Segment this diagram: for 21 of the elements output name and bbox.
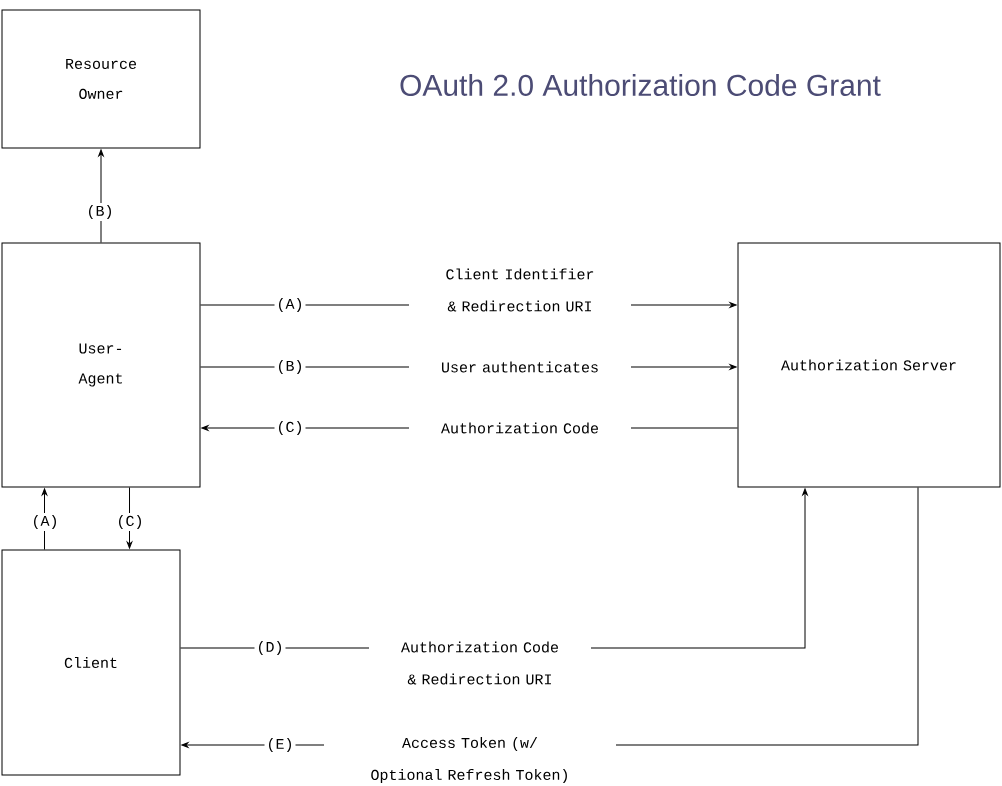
edge-label: (C) bbox=[114, 513, 146, 531]
box: User- Agent bbox=[1, 242, 201, 488]
arrow bbox=[41, 488, 48, 550]
flow-label: Authorization Code bbox=[409, 421, 631, 435]
edge-label: (B) bbox=[274, 358, 306, 376]
edge-label: (A) bbox=[274, 296, 306, 314]
edge-label: (E) bbox=[264, 736, 296, 754]
arrow bbox=[98, 149, 104, 243]
arrow bbox=[126, 487, 133, 549]
title: OAuth 2.0 Authorization Code Grant bbox=[400, 74, 881, 96]
edge-label: (A) bbox=[29, 513, 61, 531]
flow-label: Authorization Code & Redirection URI bbox=[369, 640, 591, 686]
box: Client bbox=[1, 549, 181, 776]
edge-label: (D) bbox=[254, 639, 286, 657]
flow-label: Client Identifier & Redirection URI bbox=[409, 267, 631, 313]
box: Authorization Server bbox=[737, 242, 1001, 488]
box: Resource Owner bbox=[1, 9, 201, 149]
edge-label: (B) bbox=[84, 203, 116, 221]
flow-label: Access Token (w/ Optional Refresh Token) bbox=[324, 736, 616, 784]
flow-label: User authenticates bbox=[409, 360, 631, 374]
edge-label: (C) bbox=[274, 419, 306, 437]
